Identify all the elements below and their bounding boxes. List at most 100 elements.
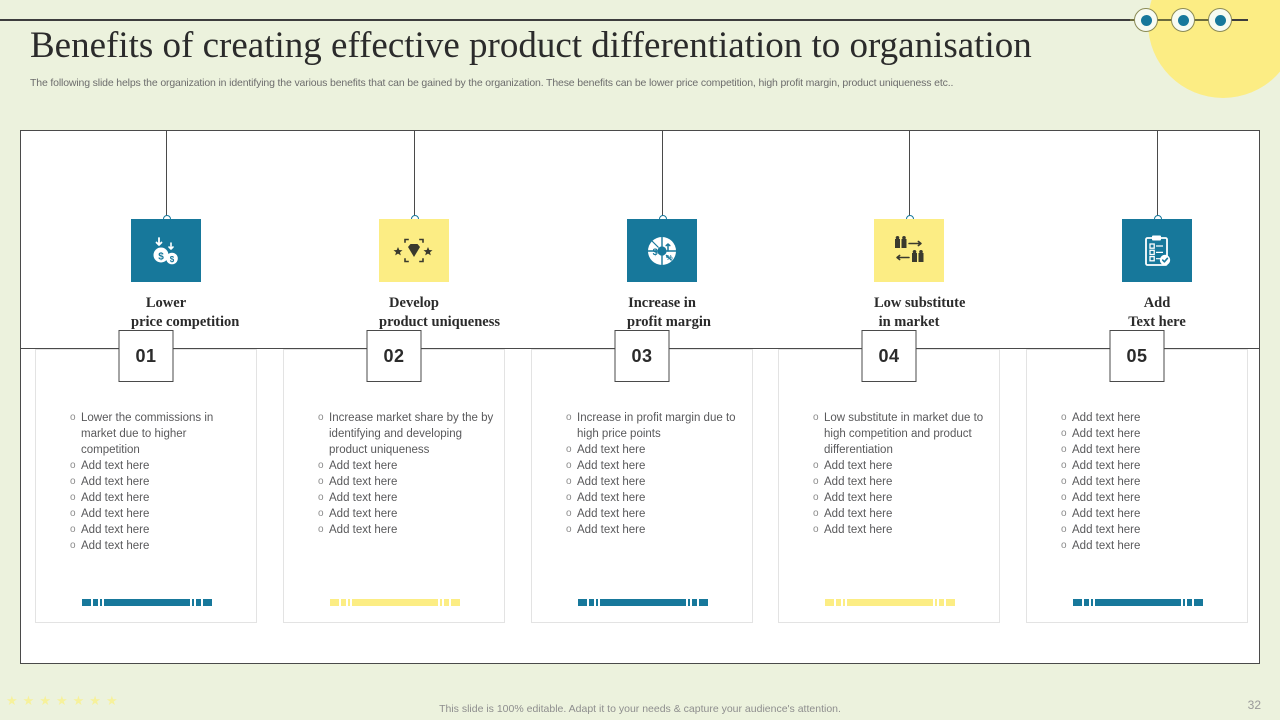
clipboard-check-icon bbox=[1122, 219, 1192, 282]
card-accent-bar-04 bbox=[825, 599, 965, 606]
step-number-badge-04: 04 bbox=[861, 330, 917, 382]
accent-bar-segment bbox=[93, 599, 98, 606]
bullet-circle-icon: o bbox=[70, 476, 76, 487]
bullet-circle-icon: o bbox=[1061, 428, 1067, 439]
list-item-text: Add text here bbox=[329, 508, 398, 520]
list-item-text: Add text here bbox=[81, 508, 150, 520]
bullet-circle-icon: o bbox=[813, 524, 819, 535]
bullet-circle-icon: o bbox=[318, 412, 324, 423]
list-item-text: Add text here bbox=[81, 460, 150, 472]
list-item-text: Add text here bbox=[329, 492, 398, 504]
accent-bar-segment bbox=[589, 599, 594, 606]
bullet-circle-icon: o bbox=[566, 412, 572, 423]
connector-line-04 bbox=[909, 131, 910, 217]
svg-text:$: $ bbox=[158, 251, 164, 262]
star-icon: ★ bbox=[39, 693, 51, 708]
diamond-stars-icon bbox=[379, 219, 449, 282]
bullet-circle-icon: o bbox=[566, 524, 572, 535]
bullet-circle-icon: o bbox=[70, 508, 76, 519]
accent-bar-segment bbox=[192, 599, 194, 606]
step-label-line1: Lower bbox=[145, 295, 187, 311]
accent-bar-segment bbox=[699, 599, 708, 606]
connector-line-01 bbox=[166, 131, 167, 217]
bullet-circle-icon: o bbox=[813, 476, 819, 487]
list-item-text: Add text here bbox=[577, 508, 646, 520]
bullet-circle-icon: o bbox=[70, 460, 76, 471]
card-accent-bar-02 bbox=[330, 599, 470, 606]
header-rule bbox=[0, 19, 1248, 21]
accent-bar-segment bbox=[692, 599, 697, 606]
accent-bar-segment bbox=[100, 599, 102, 606]
detail-card-04[interactable]: 04 o Low substitute in market due to high … bbox=[778, 330, 1000, 623]
accent-bar-segment bbox=[946, 599, 955, 606]
svg-text:$: $ bbox=[653, 247, 658, 257]
bullet-circle-icon: o bbox=[318, 476, 324, 487]
accent-bar-segment bbox=[203, 599, 212, 606]
card-accent-bar-01 bbox=[82, 599, 222, 606]
list-item-text: Add text here bbox=[577, 460, 646, 472]
list-item: o Increase in profit margin due to high p… bbox=[566, 410, 742, 442]
list-item-text: Add text here bbox=[824, 476, 893, 488]
list-item-text: Lower the commissions in market due to h… bbox=[81, 412, 214, 456]
list-item-text: Add text here bbox=[824, 508, 893, 520]
page-title: Benefits of creating effective product d… bbox=[30, 25, 1032, 66]
list-item-text: Add text here bbox=[577, 492, 646, 504]
bullet-circle-icon: o bbox=[1061, 412, 1067, 423]
list-item-text: Low substitute in market due to high com… bbox=[824, 412, 984, 456]
card-accent-bar-03 bbox=[578, 599, 718, 606]
accent-bar-segment bbox=[578, 599, 587, 606]
bullet-circle-icon: o bbox=[1061, 476, 1067, 487]
list-item: o Add text here bbox=[813, 522, 989, 538]
star-icon: ★ bbox=[89, 693, 101, 708]
step-number-badge-02: 02 bbox=[366, 330, 422, 382]
star-icon: ★ bbox=[22, 693, 35, 708]
bullet-circle-icon: o bbox=[318, 524, 324, 535]
list-item-text: Increase in profit margin due to high pr… bbox=[577, 412, 736, 440]
list-item-text: Add text here bbox=[1072, 444, 1141, 456]
accent-bar-segment bbox=[1183, 599, 1185, 606]
header-node-2 bbox=[1171, 8, 1195, 32]
list-item: o Add text here bbox=[813, 474, 989, 490]
money-down-arrow-icon: $ $ bbox=[131, 219, 201, 282]
bullet-list: o Lower the commissions in market due to … bbox=[70, 410, 246, 554]
step-number-badge-05: 05 bbox=[1109, 330, 1165, 382]
bullet-circle-icon: o bbox=[70, 524, 76, 535]
connector-line-05 bbox=[1157, 131, 1158, 217]
accent-bar-segment bbox=[939, 599, 944, 606]
step-label-line2: profit margin bbox=[627, 314, 711, 330]
list-item-text: Add text here bbox=[824, 524, 893, 536]
